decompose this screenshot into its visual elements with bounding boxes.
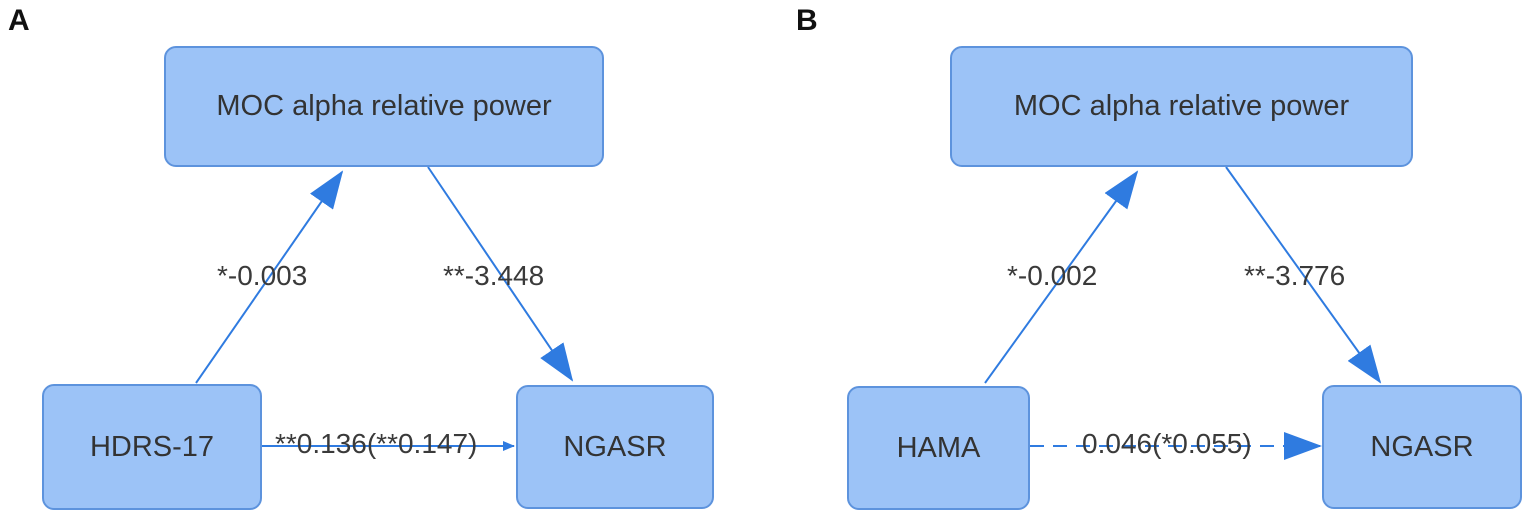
panel-b-path-a-arrow: [984, 170, 1139, 384]
panel-a-outcome-node: NGASR: [516, 385, 714, 509]
panel-b-mediator-label: MOC alpha relative power: [1013, 90, 1350, 122]
panel-a-path-a-arrow: [195, 170, 344, 384]
panel-b-path-b-label: **-3.776: [1244, 260, 1346, 291]
panel-a-outcome-label: NGASR: [563, 430, 667, 463]
panel-a-predictor-node: HDRS-17: [42, 384, 262, 510]
panel-b-predictor-node: HAMA: [847, 386, 1030, 510]
panel-b-outcome-label: NGASR: [1370, 430, 1474, 463]
panel-a-path-b-label: **-3.448: [443, 260, 545, 291]
panel-b-mediator-node: MOC alpha relative power: [950, 46, 1413, 167]
panel-a-predictor-label: HDRS-17: [89, 430, 215, 463]
panel-a-mediator-node: MOC alpha relative power: [164, 46, 604, 167]
panel-a-letter: A: [8, 4, 30, 37]
panel-a-path-b-arrow: [427, 166, 574, 382]
panel-b-path-b-arrow: [1225, 166, 1382, 384]
panel-b-outcome-node: NGASR: [1322, 385, 1522, 509]
panel-a-path-a-label: *-0.003: [217, 260, 308, 291]
panel-a-mediator-label: MOC alpha relative power: [216, 90, 552, 122]
panel-b-predictor-label: HAMA: [896, 431, 981, 464]
panel-b-letter: B: [796, 4, 818, 37]
panel-b-path-a-label: *-0.002: [1007, 260, 1098, 291]
panel-a-path-c-label: **0.136(**0.147): [275, 428, 478, 459]
panel-b-path-c-label: 0.046(*0.055): [1082, 428, 1252, 459]
